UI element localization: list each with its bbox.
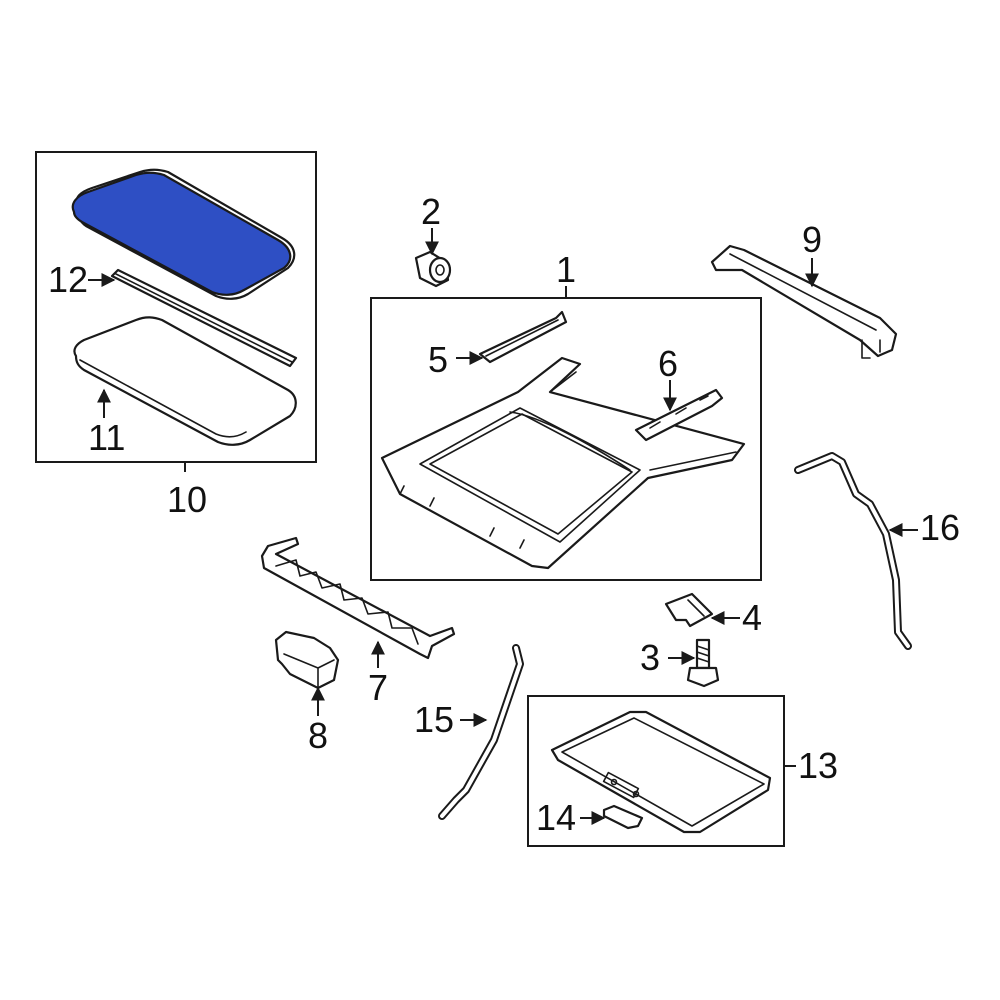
front-drain-hose-part[interactable] bbox=[438, 644, 524, 820]
lower-panel-shape bbox=[73, 316, 297, 446]
clip-hole bbox=[435, 264, 445, 276]
glass-assembly-box bbox=[35, 151, 317, 463]
sunshade-panel bbox=[550, 710, 772, 834]
bracket-5-edge bbox=[485, 319, 559, 357]
callout-11[interactable]: 11 bbox=[88, 417, 125, 458]
lower-panel-edge bbox=[79, 359, 247, 438]
bracket-8-edges bbox=[283, 653, 335, 689]
handle-screw-left bbox=[610, 778, 618, 786]
callout-14[interactable]: 14 bbox=[536, 797, 576, 838]
callout-13[interactable]: 13 bbox=[798, 745, 838, 786]
bracket-6-body bbox=[634, 388, 724, 442]
callout-7[interactable]: 7 bbox=[368, 667, 388, 708]
frame-opening-inner bbox=[429, 413, 633, 535]
frame-outer bbox=[380, 356, 746, 570]
rear-drain-hose-part[interactable] bbox=[794, 452, 912, 650]
bracket-6-holes bbox=[649, 395, 709, 429]
front-hose-inner bbox=[440, 646, 522, 818]
clip-head bbox=[428, 256, 452, 284]
deflector-4-fold bbox=[687, 599, 705, 617]
callout-4[interactable]: 4 bbox=[742, 597, 762, 638]
frame-tabs bbox=[399, 485, 525, 549]
sunshade-part[interactable] bbox=[550, 710, 772, 834]
handle-pad-body bbox=[602, 804, 644, 830]
frame-opening bbox=[419, 407, 641, 543]
handle-pad-14-part[interactable] bbox=[602, 804, 644, 830]
handle-screw-right bbox=[632, 790, 640, 798]
sunshade-assembly-box bbox=[527, 695, 785, 847]
callout-6[interactable]: 6 bbox=[658, 343, 678, 384]
glass-seal-part[interactable] bbox=[110, 268, 298, 368]
bolt-3-part[interactable] bbox=[686, 638, 720, 688]
callout-8[interactable]: 8 bbox=[308, 715, 328, 756]
callout-15[interactable]: 15 bbox=[414, 699, 454, 740]
rear-rail-body bbox=[710, 244, 898, 358]
deflector-4-body bbox=[664, 592, 714, 628]
callout-3[interactable]: 3 bbox=[640, 637, 660, 678]
sunroof-frame-part[interactable] bbox=[380, 356, 746, 570]
bracket-8-body bbox=[274, 630, 340, 690]
callout-1[interactable]: 1 bbox=[556, 249, 576, 290]
callout-10[interactable]: 10 bbox=[167, 479, 207, 520]
hose-inner bbox=[796, 454, 910, 648]
front-rail-part[interactable] bbox=[260, 536, 456, 660]
sunshade-inner bbox=[561, 717, 765, 827]
frame-rail bbox=[509, 411, 631, 471]
rear-rail-details bbox=[729, 253, 881, 359]
callout-12[interactable]: 12 bbox=[48, 259, 88, 300]
front-rail-teeth bbox=[275, 559, 419, 645]
frame-side-rails bbox=[549, 371, 737, 471]
rear-rail-part[interactable] bbox=[710, 244, 898, 359]
bracket-6-part[interactable] bbox=[634, 388, 724, 442]
glass-lower-panel-part[interactable] bbox=[73, 316, 297, 446]
bolt-threads bbox=[696, 645, 710, 663]
seal-strip-groove bbox=[115, 273, 293, 363]
callout-16[interactable]: 16 bbox=[920, 507, 960, 548]
sunshade-handle bbox=[602, 771, 640, 799]
callout-5[interactable]: 5 bbox=[428, 339, 448, 380]
deflector-4-part[interactable] bbox=[664, 592, 714, 628]
glass-panel-highlighted bbox=[71, 171, 292, 296]
bracket-8-part[interactable] bbox=[274, 630, 340, 690]
bolt-head bbox=[686, 666, 720, 688]
callout-2[interactable]: 2 bbox=[421, 191, 441, 232]
bracket-5-part[interactable] bbox=[478, 310, 568, 364]
clip-part[interactable] bbox=[414, 250, 452, 288]
callout-9[interactable]: 9 bbox=[802, 219, 822, 260]
glass-panel-part[interactable] bbox=[71, 168, 296, 300]
